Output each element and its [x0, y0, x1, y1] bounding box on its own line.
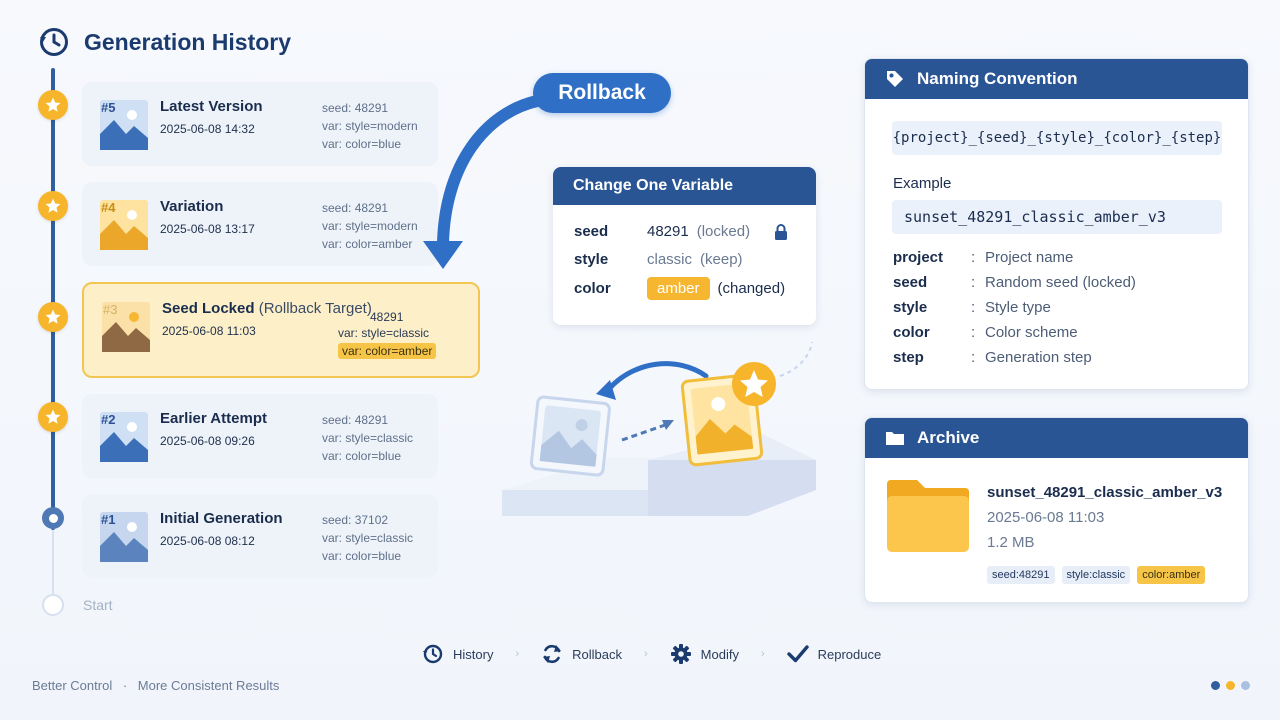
- nav-history[interactable]: History: [422, 643, 493, 665]
- archive-size: 1.2 MB: [987, 534, 1035, 551]
- history-card-3-rollback-target[interactable]: #3 Seed Locked (Rollback Target) 2025-06…: [82, 282, 480, 378]
- archive-tag: seed:48291: [987, 566, 1055, 584]
- history-icon: [40, 28, 68, 56]
- rollback-illustration: [502, 341, 816, 516]
- star-icon: [45, 409, 61, 424]
- archive-tag: color:amber: [1137, 566, 1206, 584]
- change-variable-card: Change One Variable seed 48291 (locked) …: [553, 167, 816, 325]
- history-date: 2025-06-08 14:32: [160, 122, 255, 136]
- pagination-dot[interactable]: [1241, 681, 1250, 690]
- history-title: Initial Generation: [160, 510, 283, 527]
- naming-field-list: project : Project name seed : Random see…: [893, 245, 1136, 370]
- change-row-color: color amber (changed): [574, 277, 785, 300]
- archive-panel: Archive sunset_48291_classic_amber_v3 20…: [864, 417, 1249, 603]
- history-meta: 48291 var: style=classic var: color=ambe…: [338, 310, 437, 360]
- archive-filename[interactable]: sunset_48291_classic_amber_v3: [987, 484, 1223, 501]
- star-icon: [45, 198, 61, 213]
- naming-pattern: {project}_{seed}_{style}_{color}_{step}: [892, 121, 1222, 155]
- gear-icon: [670, 644, 691, 664]
- timeline-start-node: [42, 594, 64, 616]
- archive-date: 2025-06-08 11:03: [987, 509, 1105, 526]
- pagination-dot[interactable]: [1226, 681, 1235, 690]
- history-meta: seed: 37102 var: style=classic var: colo…: [322, 513, 414, 563]
- history-card-1[interactable]: #1 Initial Generation 2025-06-08 08:12 s…: [82, 494, 438, 578]
- history-number: #4: [101, 200, 116, 215]
- archive-tag: style:classic: [1061, 566, 1131, 584]
- timeline-node-4[interactable]: [38, 191, 68, 221]
- history-date: 2025-06-08 11:03: [162, 324, 256, 338]
- bottom-nav: History › Rollback › Modif: [422, 643, 881, 665]
- nav-separator: ›: [515, 648, 520, 660]
- history-title: Earlier Attempt: [160, 410, 267, 427]
- pagination-dots: [1211, 681, 1250, 690]
- archive-header: Archive: [865, 418, 1248, 458]
- history-date: 2025-06-08 09:26: [160, 434, 255, 448]
- rollback-arrow: [423, 95, 543, 269]
- history-title: Latest Version: [160, 98, 263, 115]
- pagination-dot[interactable]: [1211, 681, 1220, 690]
- naming-field-row: seed : Random seed (locked): [893, 274, 1136, 291]
- timeline-start-label: Start: [83, 597, 113, 613]
- history-title: Seed Locked (Rollback Target): [162, 300, 372, 317]
- nav-reproduce[interactable]: Reproduce: [786, 643, 881, 665]
- timeline-node-2[interactable]: [38, 402, 68, 432]
- nav-separator: ›: [760, 648, 765, 660]
- folder-icon[interactable]: [885, 480, 971, 554]
- timeline-node-3[interactable]: [38, 302, 68, 332]
- page-title: Generation History: [84, 28, 292, 55]
- timeline-node-5[interactable]: [38, 90, 68, 120]
- refresh-icon: [543, 644, 562, 664]
- star-icon: [45, 97, 61, 112]
- naming-example-label: Example: [893, 175, 952, 192]
- history-number: #2: [101, 412, 116, 427]
- tag-icon: [887, 71, 903, 87]
- history-icon: [423, 644, 443, 664]
- history-card-4[interactable]: #4 Variation 2025-06-08 13:17 seed: 4829…: [82, 182, 438, 266]
- history-date: 2025-06-08 13:17: [160, 222, 255, 236]
- change-variable-title: Change One Variable: [553, 167, 816, 205]
- page-header: Generation History: [38, 26, 291, 58]
- history-number: #3: [103, 302, 118, 317]
- rollback-button[interactable]: Rollback: [533, 73, 671, 113]
- image-icon: [102, 302, 150, 352]
- history-meta: seed: 48291 var: style=modern var: color…: [322, 101, 418, 151]
- star-icon: [45, 309, 61, 324]
- footer-tagline: Better Control · More Consistent Results: [32, 678, 280, 693]
- changed-value-chip: amber: [647, 277, 710, 300]
- nav-rollback[interactable]: Rollback: [541, 643, 622, 665]
- history-number: #1: [101, 512, 116, 527]
- naming-convention-header: Naming Convention: [865, 59, 1248, 99]
- lock-icon: [775, 223, 788, 240]
- image-icon: [100, 512, 148, 562]
- archive-tags: seed:48291 style:classic color:amber: [987, 565, 1212, 584]
- history-date: 2025-06-08 08:12: [160, 534, 255, 548]
- naming-example: sunset_48291_classic_amber_v3: [892, 200, 1222, 234]
- change-row-seed: seed 48291 (locked): [574, 223, 788, 240]
- history-title: Variation: [160, 198, 224, 215]
- image-icon: [100, 200, 148, 250]
- image-icon: [100, 412, 148, 462]
- history-card-5[interactable]: #5 Latest Version 2025-06-08 14:32 seed:…: [82, 82, 438, 166]
- folder-icon: [886, 432, 904, 445]
- history-meta: seed: 48291 var: style=modern var: color…: [322, 201, 418, 251]
- naming-field-row: color : Color scheme: [893, 324, 1078, 341]
- history-number: #5: [101, 100, 116, 115]
- timeline-line: [51, 68, 55, 530]
- naming-field-row: style : Style type: [893, 299, 1051, 316]
- naming-field-row: step : Generation step: [893, 349, 1092, 366]
- image-icon: [100, 100, 148, 150]
- naming-convention-panel: Naming Convention {project}_{seed}_{styl…: [864, 58, 1249, 390]
- naming-field-row: project : Project name: [893, 249, 1074, 266]
- change-row-style: style classic (keep): [574, 251, 743, 268]
- check-icon: [786, 645, 809, 663]
- nav-separator: ›: [643, 648, 648, 660]
- history-meta: seed: 48291 var: style=classic var: colo…: [322, 413, 414, 463]
- history-card-2[interactable]: #2 Earlier Attempt 2025-06-08 09:26 seed…: [82, 394, 438, 478]
- timeline-line-faint: [52, 530, 54, 600]
- timeline-node-1[interactable]: [42, 507, 64, 529]
- nav-modify[interactable]: Modify: [670, 643, 739, 665]
